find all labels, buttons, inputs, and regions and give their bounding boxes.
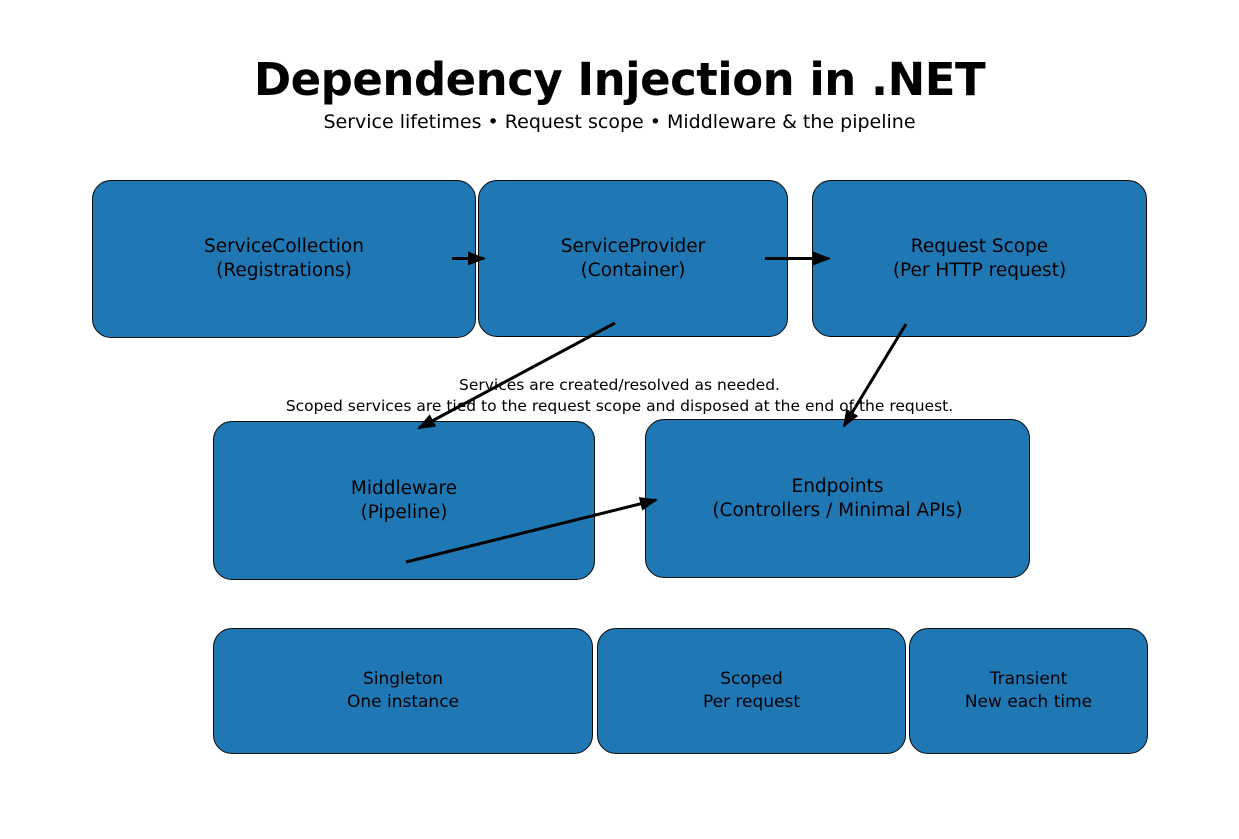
page-title: Dependency Injection in .NET	[253, 53, 986, 106]
node-label: Request Scope	[910, 235, 1049, 257]
node-label: ServiceCollection	[204, 236, 364, 257]
node-scoped: Scoped Per request	[597, 628, 906, 754]
node-sublabel: One instance	[346, 692, 460, 712]
node-sublabel: (Controllers / Minimal APIs)	[712, 499, 963, 521]
node-singleton: Singleton One instance	[213, 628, 593, 754]
node-sublabel: (Pipeline)	[360, 501, 448, 523]
annotation-line-2: Scoped services are tied to the request …	[285, 396, 954, 415]
page-subtitle: Service lifetimes • Request scope • Midd…	[323, 111, 916, 133]
node-label: ServiceProvider	[560, 235, 706, 257]
node-label: Singleton	[362, 669, 444, 689]
node-sublabel: (Container)	[580, 259, 686, 281]
node-label: Middleware	[350, 477, 458, 499]
node-sublabel: (Registrations)	[216, 260, 352, 281]
node-endpoints: Endpoints (Controllers / Minimal APIs)	[645, 419, 1030, 578]
node-label: Scoped	[720, 669, 783, 689]
node-middleware: Middleware (Pipeline)	[213, 421, 595, 580]
annotation-text: Services are created/resolved as needed.…	[0, 375, 1239, 416]
node-service-provider: ServiceProvider (Container)	[478, 180, 788, 337]
node-service-collection: ServiceCollection (Registrations)	[92, 180, 476, 338]
node-transient: Transient New each time	[909, 628, 1148, 754]
node-sublabel: New each time	[964, 692, 1093, 712]
node-sublabel: (Per HTTP request)	[892, 259, 1067, 281]
annotation-line-1: Services are created/resolved as needed.	[459, 376, 780, 394]
node-label: Endpoints	[791, 475, 884, 497]
node-sublabel: Per request	[702, 692, 801, 712]
node-request-scope: Request Scope (Per HTTP request)	[812, 180, 1147, 337]
node-label: Transient	[989, 669, 1068, 689]
